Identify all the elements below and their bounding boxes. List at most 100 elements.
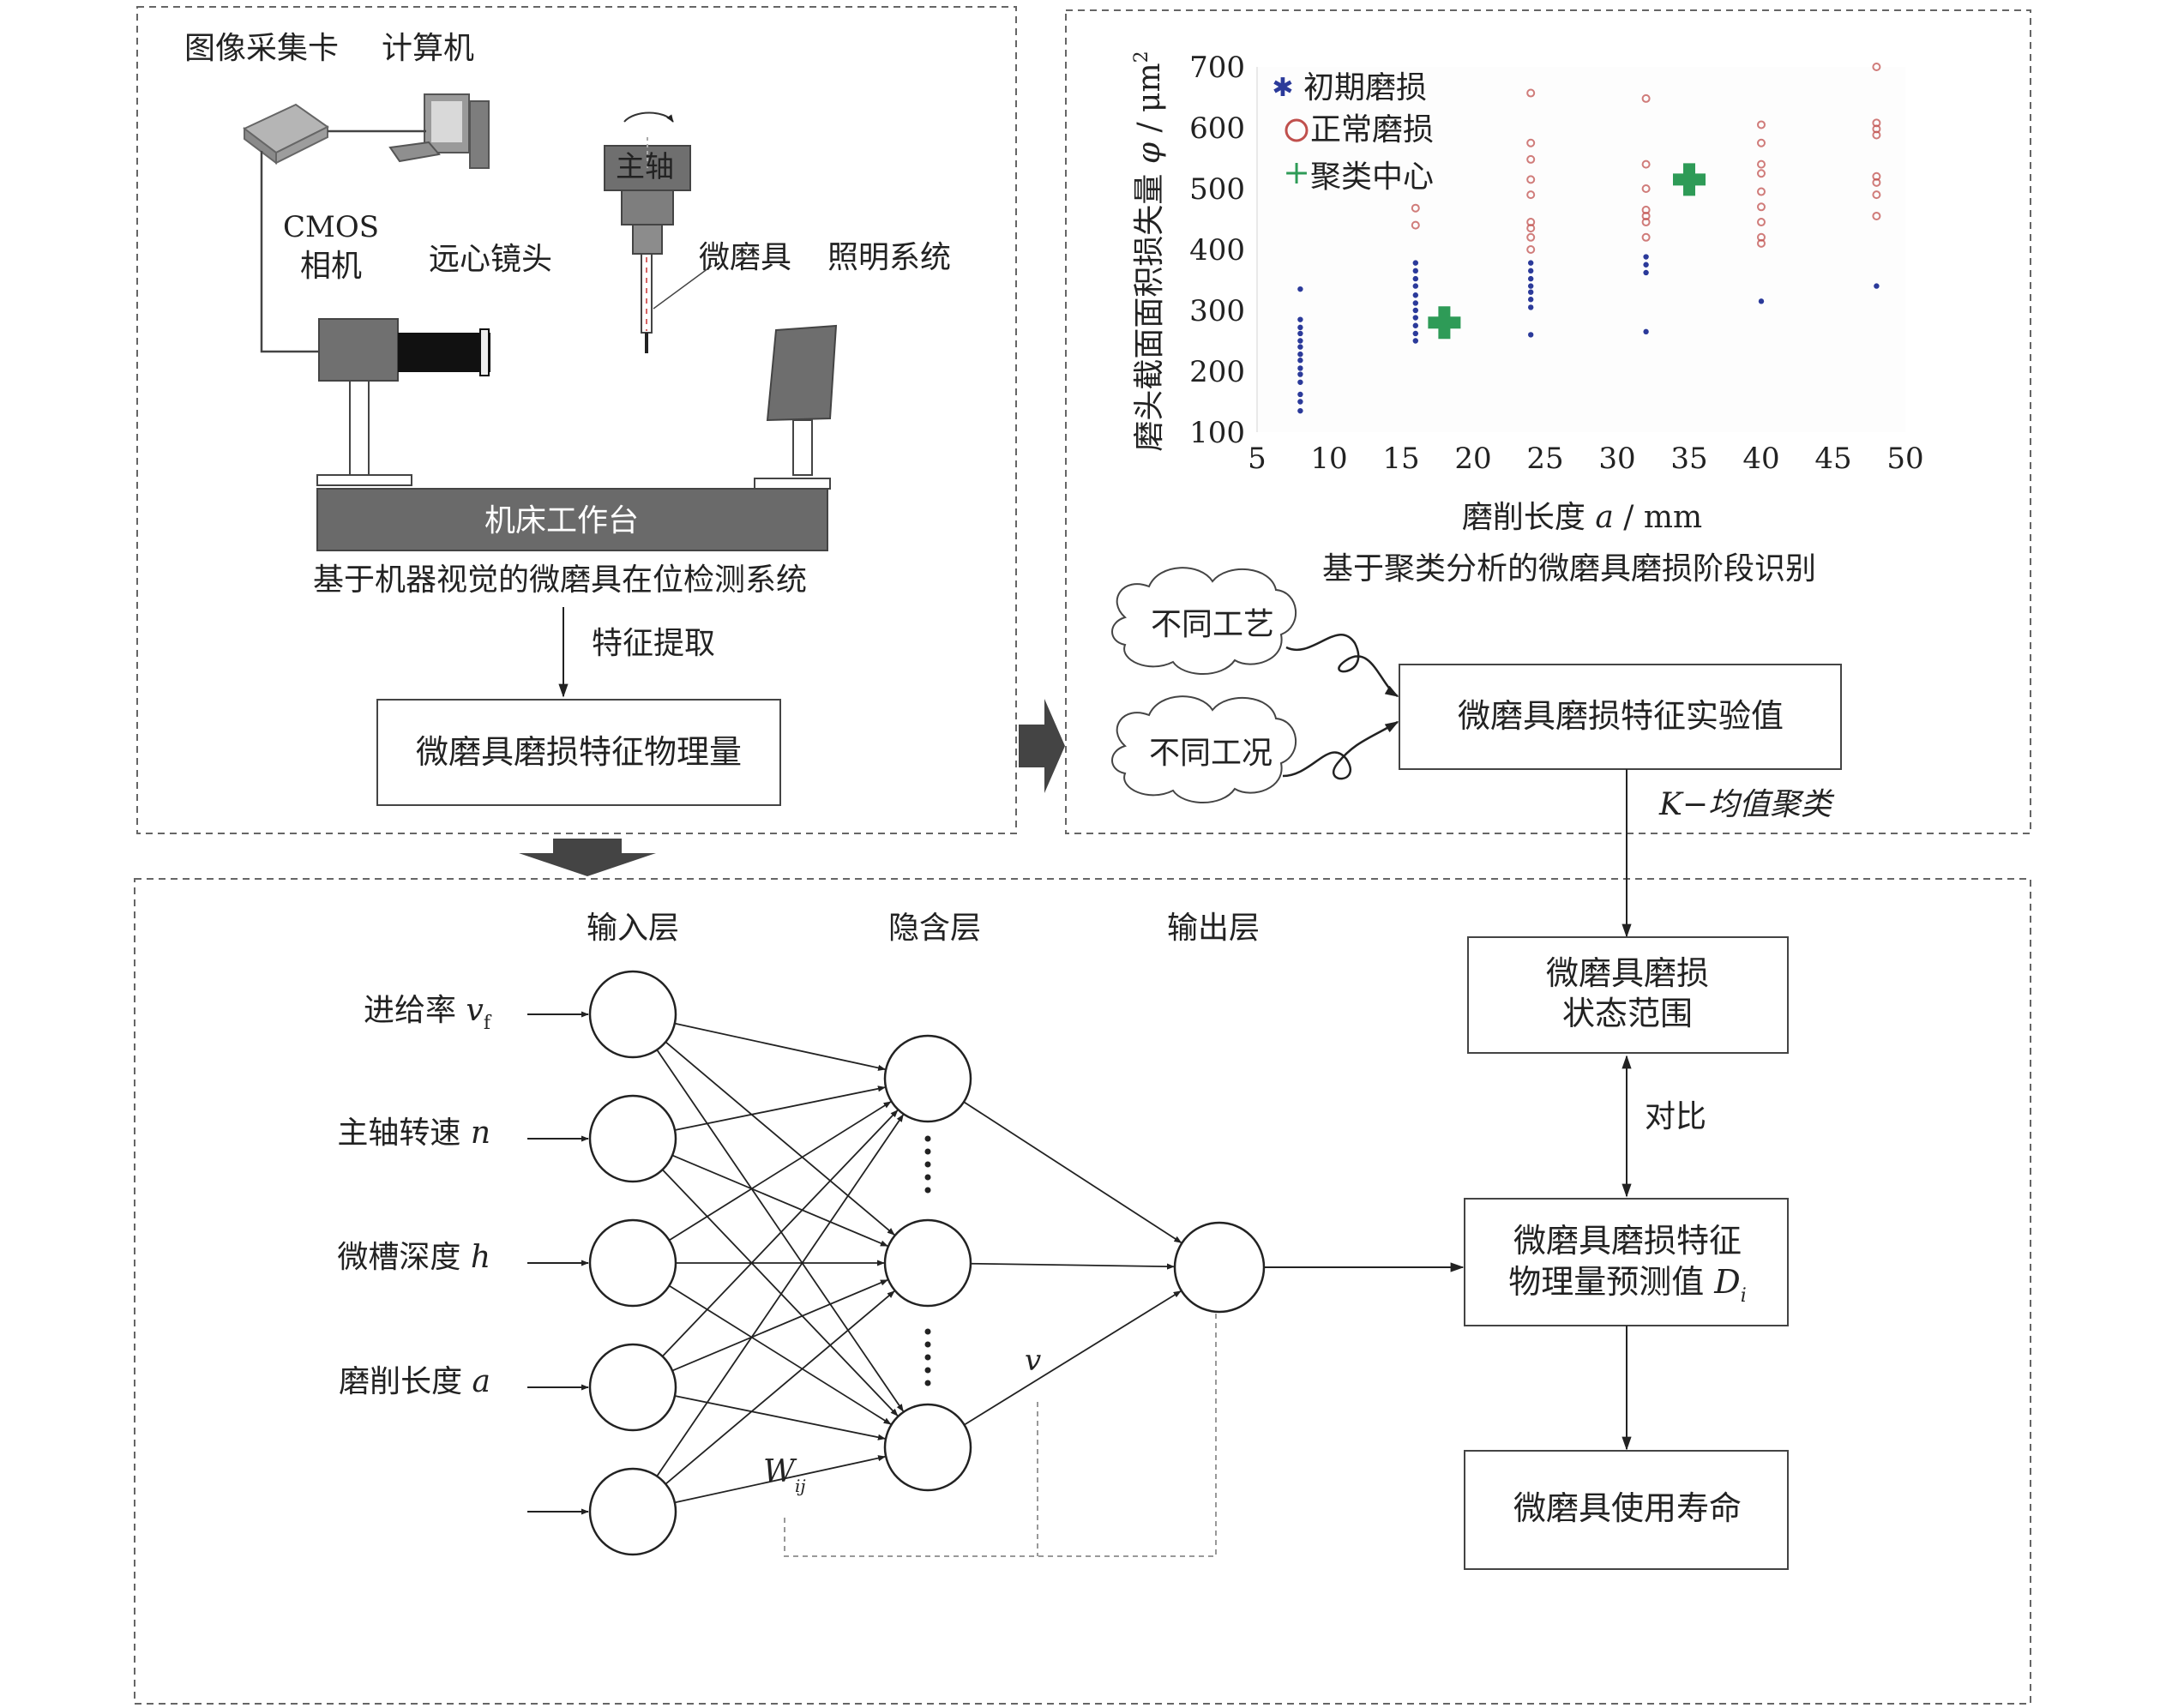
- panel-a-caption: 基于机器视觉的微磨具在位检测系统: [313, 562, 807, 598]
- panel-b-caption: 基于聚类分析的微磨具磨损阶段识别: [1322, 551, 1816, 586]
- early-wear-point: [1412, 292, 1419, 298]
- cmos-label-1: CMOS: [283, 210, 379, 244]
- y-tick-label: 500: [1189, 172, 1245, 207]
- x-tick-label: 25: [1526, 442, 1563, 476]
- normal-wear-point: [1641, 218, 1651, 227]
- input-neuron-4: [588, 1343, 677, 1432]
- tool-label: 微磨具: [699, 240, 791, 275]
- normal-wear-point: [1641, 93, 1651, 103]
- input-hidden-connection: [656, 1114, 905, 1477]
- legend-marker-circle: [1285, 118, 1309, 142]
- early-wear-point: [1297, 330, 1303, 337]
- acq-card-label: 图像采集卡: [184, 31, 339, 66]
- predicted-value-text-1: 微磨具磨损特征: [1513, 1222, 1742, 1260]
- camera-stand: [316, 380, 412, 486]
- early-wear-point: [1758, 298, 1765, 304]
- block-arrow-down: [519, 839, 656, 876]
- chart-y-axis-label: 磨头截面面积损失量 φ / μm2: [1131, 51, 1167, 451]
- input-neuron-5: [588, 1467, 677, 1556]
- hidden-neuron-1: [883, 1034, 972, 1123]
- x-tick-label: 15: [1382, 442, 1419, 476]
- early-wear-point: [1412, 283, 1419, 289]
- input-neuron-3: [588, 1218, 677, 1308]
- normal-wear-point: [1641, 232, 1651, 242]
- legend-marker-star: ✱: [1272, 73, 1293, 103]
- tool-life-box: [1464, 1450, 1789, 1570]
- early-wear-point: [1874, 283, 1880, 289]
- state-range-box: [1467, 936, 1789, 1054]
- input-neuron-2: [588, 1094, 677, 1183]
- feature-quantity-text: 微磨具磨损特征物理量: [416, 733, 742, 771]
- table-label: 机床工作台: [484, 503, 639, 538]
- hidden-output-connection: [964, 1290, 1182, 1426]
- hidden-neurons: [883, 1034, 972, 1492]
- x-tick-label: 20: [1454, 442, 1491, 476]
- early-wear-point: [1297, 286, 1303, 292]
- legend-marker-plus: +: [1283, 153, 1310, 191]
- hidden-neuron-2: [883, 1218, 972, 1308]
- normal-wear-point: [1526, 88, 1536, 98]
- early-wear-point: [1297, 365, 1303, 371]
- hidden-neuron-3: [883, 1403, 972, 1492]
- cluster-center-point: [1428, 306, 1461, 340]
- normal-wear-point: [1526, 232, 1536, 242]
- compare-label: 对比: [1645, 1099, 1706, 1134]
- predicted-value-text-2: 物理量预测值 Di: [1508, 1263, 1747, 1307]
- input-hidden-connection: [671, 1278, 888, 1372]
- cable-card-to-camera: [260, 151, 319, 353]
- early-wear-point: [1412, 307, 1419, 314]
- spindle-label: 主轴: [616, 150, 674, 184]
- early-wear-point: [1412, 260, 1419, 266]
- cloud-condition: 不同工况: [1111, 695, 1297, 803]
- normal-wear-point: [1757, 187, 1766, 196]
- y-tick-label: 700: [1189, 51, 1245, 85]
- tool-life-text: 微磨具使用寿命: [1513, 1489, 1742, 1527]
- early-wear-point: [1412, 338, 1419, 344]
- early-wear-point: [1297, 379, 1303, 385]
- early-wear-point: [1412, 275, 1419, 282]
- hidden-ellipsis-dots-2: [924, 1328, 931, 1386]
- squiggle-arrow-process: [1285, 633, 1399, 698]
- cmos-camera-icon: [318, 318, 490, 382]
- v-label: v: [1025, 1344, 1041, 1378]
- input-hidden-connection: [665, 1041, 895, 1236]
- early-wear-point: [1297, 324, 1303, 331]
- normal-wear-point: [1641, 184, 1651, 193]
- lighting-label: 照明系统: [827, 240, 951, 275]
- input-hidden-connection: [671, 1154, 888, 1248]
- input-label-groove-depth: 微槽深度 h: [337, 1240, 490, 1275]
- feature-quantity-box: [376, 699, 781, 806]
- normal-wear-point: [1757, 238, 1766, 248]
- x-tick-label: 30: [1598, 442, 1635, 476]
- normal-wear-point: [1526, 154, 1536, 164]
- panel-b-frame: [1065, 9, 2031, 834]
- early-wear-point: [1528, 304, 1534, 310]
- input-hidden-connection: [674, 1086, 886, 1131]
- cloud-process-text: 不同工艺: [1151, 607, 1274, 642]
- early-wear-point: [1528, 297, 1534, 303]
- input-hidden-connection: [674, 1022, 887, 1071]
- normal-wear-point: [1757, 120, 1766, 129]
- hidden-output-connection: [963, 1101, 1182, 1243]
- acquisition-card-icon: [243, 103, 329, 165]
- feature-extraction-label: 特征提取: [592, 626, 715, 661]
- lens-label: 远心镜头: [429, 242, 552, 277]
- early-wear-point: [1528, 260, 1534, 266]
- normal-wear-point: [1526, 138, 1536, 147]
- early-wear-point: [1297, 351, 1303, 358]
- chart-legend: ✱ 初期磨损 正常磨损 + 聚类中心: [1272, 70, 1434, 195]
- output-layer-title: 输出层: [1167, 911, 1260, 946]
- hidden-ellipsis-dots-1: [924, 1135, 931, 1194]
- normal-wear-point: [1526, 224, 1536, 233]
- early-wear-point: [1643, 254, 1649, 260]
- kmeans-label: K−均值聚类: [1658, 787, 1835, 822]
- normal-wear-point: [1411, 203, 1420, 213]
- early-wear-point: [1528, 332, 1534, 338]
- nn-connections: [656, 1022, 1182, 1504]
- normal-wear-point: [1872, 130, 1881, 140]
- output-neuron: [1173, 1221, 1266, 1314]
- squiggle-arrow-condition: [1282, 720, 1399, 780]
- lighting-system-icon: [754, 324, 838, 490]
- hidden-layer-title: 隐含层: [888, 911, 981, 946]
